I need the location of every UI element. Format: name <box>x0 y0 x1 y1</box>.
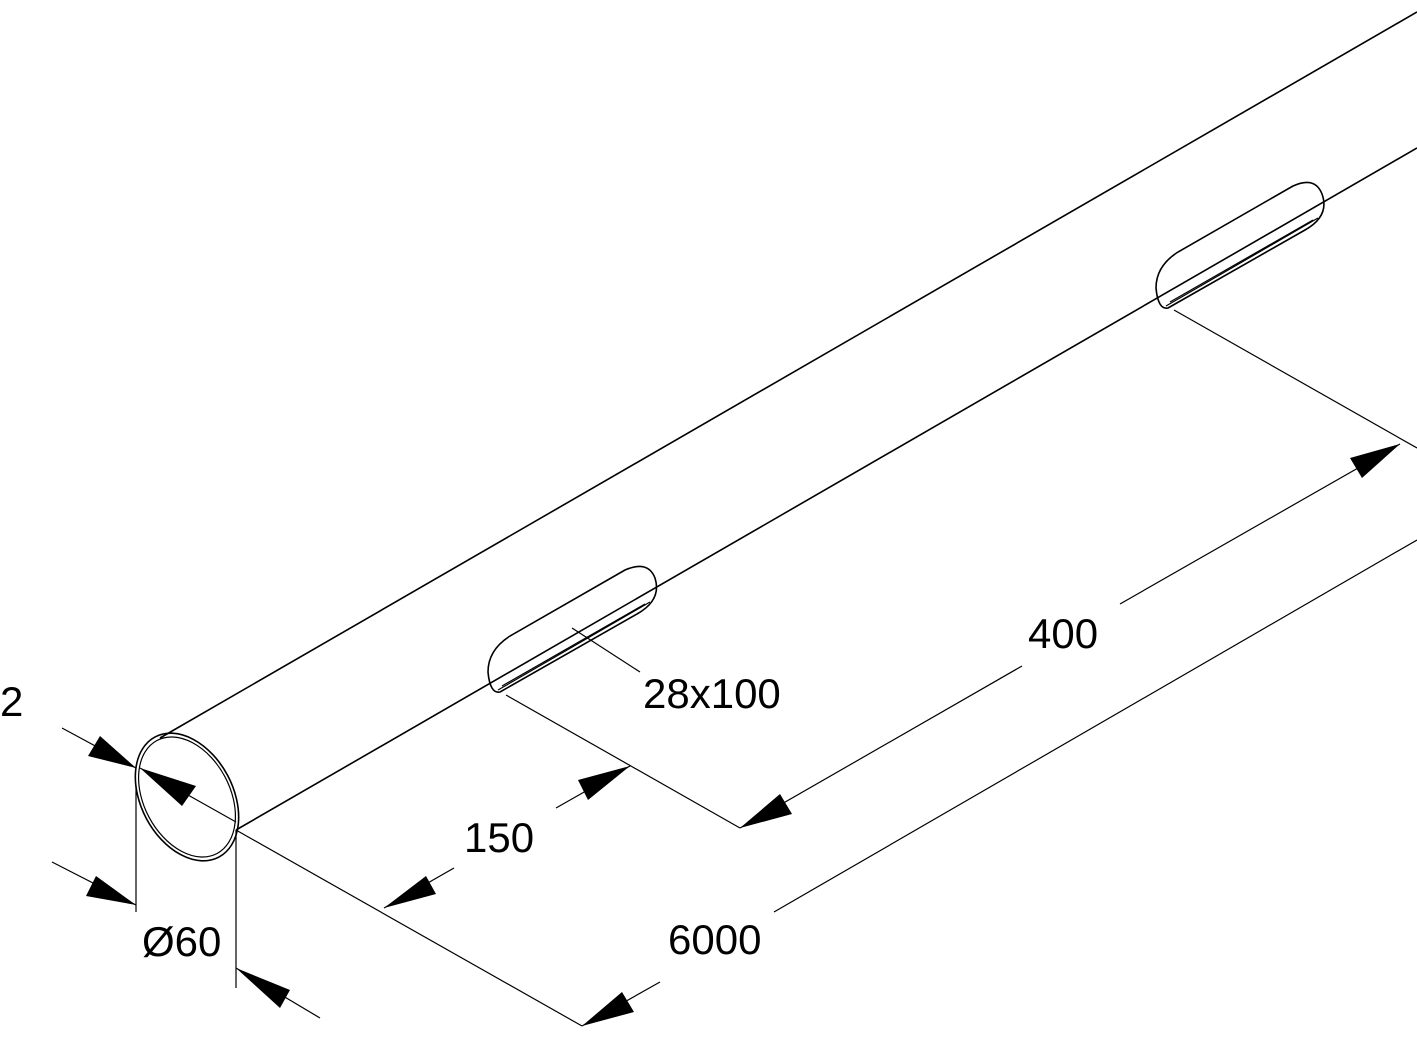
pipe-bottom-edge <box>235 147 1417 831</box>
arrow-diameter-top <box>86 876 136 905</box>
arrow-150-left <box>384 876 436 908</box>
total-length-label: 6000 <box>668 916 761 963</box>
pipe-end-opening <box>134 732 240 862</box>
slot-2 <box>1155 181 1325 309</box>
pipe-end-outer <box>134 732 240 862</box>
arrow-6000-left <box>582 992 634 1026</box>
dimension-labels: 2 Ø60 28x100 150 400 6000 <box>0 610 1098 965</box>
pipe-end-inner <box>137 736 237 858</box>
arrow-400-right <box>1350 444 1400 478</box>
arrowheads <box>86 444 1400 1026</box>
first-slot-offset-label: 150 <box>464 814 534 861</box>
wall-thickness-label: 2 <box>0 678 23 725</box>
arrow-400-left <box>740 794 792 828</box>
slot-size-label: 28x100 <box>643 670 781 717</box>
extension-lines <box>135 309 1417 1027</box>
arrow-diameter-bottom <box>236 968 290 1008</box>
pipe-top-edge <box>159 11 1417 739</box>
diameter-label: Ø60 <box>142 918 221 965</box>
slot-1 <box>487 565 658 693</box>
pipe-body <box>159 11 1417 831</box>
arrow-inner-diameter <box>140 768 196 806</box>
slot-spacing-label: 400 <box>1028 610 1098 657</box>
arrow-wall-thickness <box>88 736 136 768</box>
arrow-150-right <box>578 766 630 800</box>
